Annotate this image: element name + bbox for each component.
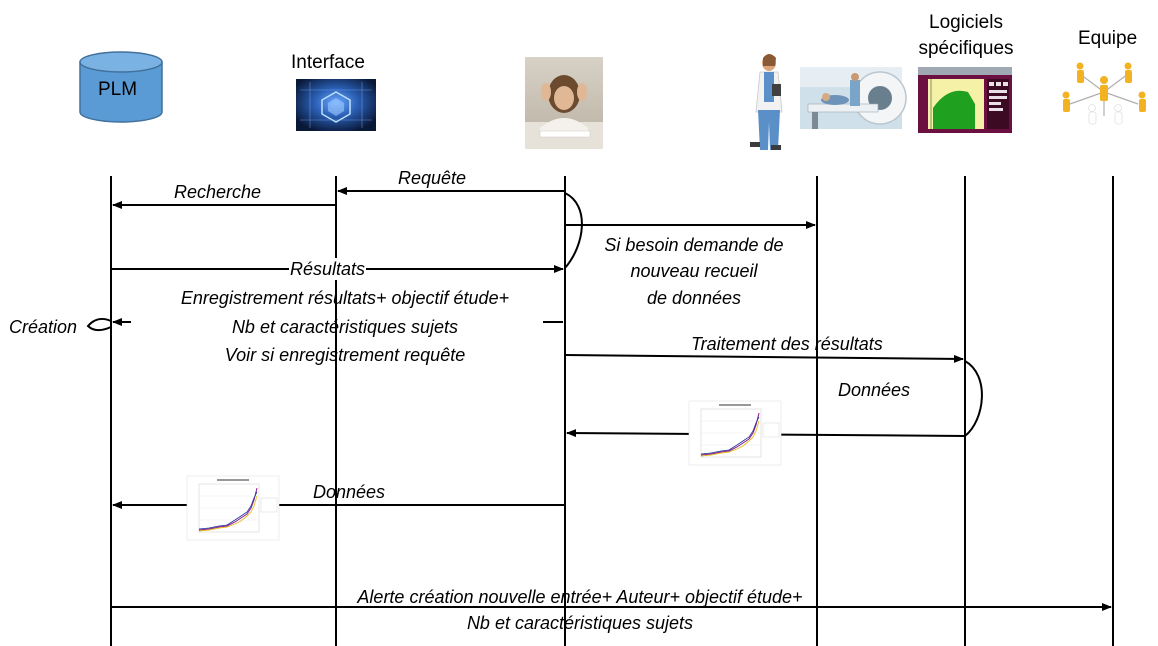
message-enregistrement-line3: Voir si enregistrement requête	[224, 345, 466, 365]
message-traitement: Traitement des résultats	[691, 334, 883, 354]
message-creation: Création	[9, 317, 78, 337]
actor-equipe-label: Equipe	[1078, 28, 1138, 49]
message-si-besoin-line1: Si besoin demande de	[604, 235, 784, 255]
arrow-traitement	[564, 354, 964, 363]
actor-logiciels-label-line1: Logiciels	[929, 12, 1003, 33]
message-alerte-line2: Nb et caractéristiques sujets	[466, 613, 694, 633]
curve-creation	[86, 317, 112, 332]
curve-user	[564, 192, 583, 269]
message-requete: Requête	[398, 168, 467, 188]
actor-interface-label: Interface	[291, 52, 365, 73]
arrow-donnees-right	[566, 429, 966, 438]
message-donnees-right: Données	[838, 380, 911, 400]
actor-logiciels-label-line2: spécifiques	[918, 38, 1014, 59]
message-enregistrement-line2: Nb et caractéristiques sujets	[231, 317, 459, 337]
message-si-besoin-line2: nouveau recueil	[630, 261, 758, 281]
message-alerte-line1: Alerte création nouvelle entrée+ Auteur+…	[357, 587, 803, 607]
message-resultats: Résultats	[289, 258, 367, 280]
message-si-besoin-line3: de données	[646, 288, 742, 308]
message-recherche: Recherche	[174, 182, 262, 202]
message-donnees-left: Données	[313, 482, 386, 502]
message-enregistrement-line1: Enregistrement résultats+ objectif étude…	[180, 288, 510, 308]
curve-software	[964, 360, 983, 437]
actor-plm-label: PLM	[98, 79, 138, 100]
